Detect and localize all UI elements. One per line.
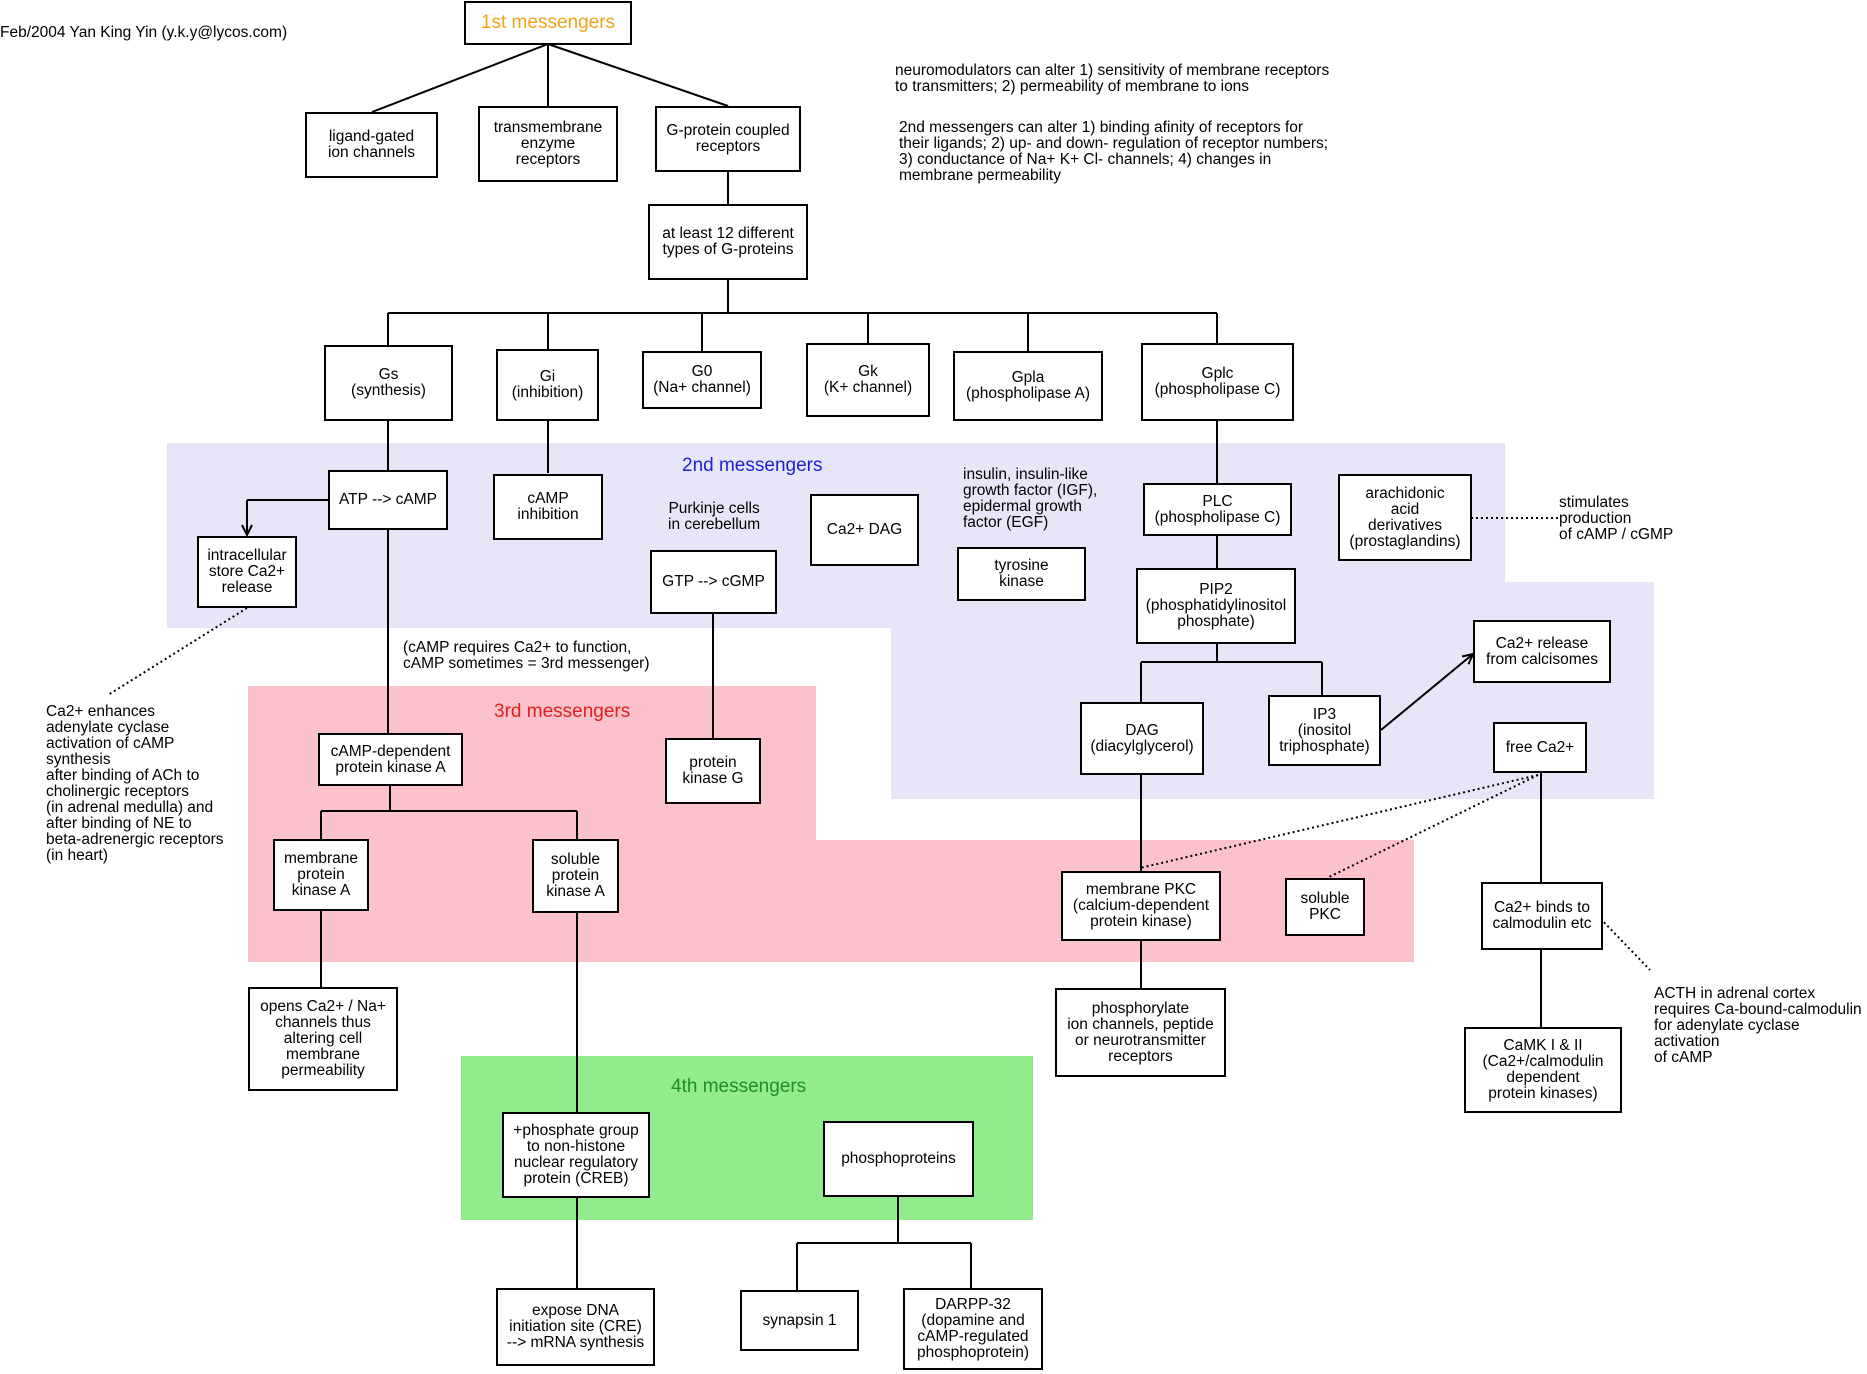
gtp-to-cgmp-box: GTP --> cGMP bbox=[650, 550, 777, 614]
synapsin-box: synapsin 1 bbox=[740, 1290, 859, 1351]
protein-kinase-g-box: protein kinase G bbox=[665, 738, 761, 804]
ip3-box: IP3 (inositol triphosphate) bbox=[1268, 695, 1381, 766]
ca-binds-calmodulin-box: Ca2+ binds to calmodulin etc bbox=[1481, 882, 1603, 950]
atp-to-camp-box: ATP --> cAMP bbox=[328, 470, 448, 530]
ligand-gated-ion-channels-box: ligand-gated ion channels bbox=[305, 112, 438, 178]
acth-note: ACTH in adrenal cortex requires Ca-bound… bbox=[1654, 985, 1862, 1066]
second-messengers-effects-note: 2nd messengers can alter 1) binding afin… bbox=[899, 119, 1329, 184]
third-messengers-title: 3rd messengers bbox=[494, 701, 631, 722]
ca-enhances-note: Ca2+ enhances adenylate cyclase activati… bbox=[46, 703, 224, 864]
fourth-messengers-title: 4th messengers bbox=[671, 1076, 807, 1097]
credit-text: Feb/2004 Yan King Yin (y.k.y@lycos.com) bbox=[0, 24, 288, 41]
stimulates-note: stimulates production of cAMP / cGMP bbox=[1559, 494, 1674, 543]
protein-kinase-a-box: cAMP-dependent protein kinase A bbox=[318, 733, 463, 786]
first-messengers-box: 1st messengers bbox=[464, 1, 632, 45]
pip2-box: PIP2 (phosphatidylinositol phosphate) bbox=[1136, 568, 1296, 644]
dag-box: DAG (diacylglycerol) bbox=[1080, 702, 1204, 775]
membrane-pkc-box: membrane PKC (calcium-dependent protein … bbox=[1061, 871, 1221, 941]
g0-box: G0 (Na+ channel) bbox=[642, 351, 762, 409]
second-messengers-title: 2nd messengers bbox=[682, 455, 823, 476]
tyrosine-kinase-box: tyrosine kinase bbox=[957, 547, 1086, 601]
purkinje-note: Purkinje cells in cerebellum bbox=[668, 500, 761, 533]
camp-inhibition-box: cAMP inhibition bbox=[493, 474, 603, 540]
ca-release-calcisomes-box: Ca2+ release from calcisomes bbox=[1473, 620, 1611, 683]
gplc-box: Gplc (phospholipase C) bbox=[1141, 343, 1294, 421]
membrane-pka-box: membrane protein kinase A bbox=[273, 839, 369, 911]
plc-box: PLC (phospholipase C) bbox=[1143, 483, 1292, 536]
insulin-note: insulin, insulin-like growth factor (IGF… bbox=[963, 466, 1098, 531]
gk-box: Gk (K+ channel) bbox=[806, 343, 930, 417]
gpla-box: Gpla (phospholipase A) bbox=[953, 351, 1103, 421]
phosphoproteins-box: phosphoproteins bbox=[823, 1121, 974, 1197]
neuromodulators-note: neuromodulators can alter 1) sensitivity… bbox=[895, 62, 1330, 95]
free-ca-box: free Ca2+ bbox=[1493, 722, 1587, 773]
gs-box: Gs (synthesis) bbox=[324, 345, 453, 421]
opens-ca-channels-box: opens Ca2+ / Na+ channels thus altering … bbox=[248, 987, 398, 1091]
expose-dna-box: expose DNA initiation site (CRE) --> mRN… bbox=[496, 1288, 655, 1366]
g-protein-types-box: at least 12 different types of G-protein… bbox=[648, 204, 808, 280]
ca-dag-box: Ca2+ DAG bbox=[810, 494, 919, 566]
intracellular-ca-release-box: intracellular store Ca2+ release bbox=[197, 536, 297, 608]
transmembrane-enzyme-receptors-box: transmembrane enzyme receptors bbox=[478, 106, 618, 182]
gi-box: Gi (inhibition) bbox=[496, 349, 599, 421]
camp-requires-note: (cAMP requires Ca2+ to function, cAMP so… bbox=[403, 639, 650, 672]
soluble-pka-box: soluble protein kinase A bbox=[532, 839, 619, 913]
phosphate-group-creb-box: +phosphate group to non-histone nuclear … bbox=[502, 1112, 650, 1198]
first-messengers-label: 1st messengers bbox=[480, 12, 616, 33]
darpp-32-box: DARPP-32 (dopamine and cAMP-regulated ph… bbox=[903, 1288, 1043, 1370]
soluble-pkc-box: soluble PKC bbox=[1285, 878, 1365, 936]
g-protein-coupled-receptors-box: G-protein coupled receptors bbox=[655, 106, 801, 172]
arachidonic-acid-box: arachidonic acid derivatives (prostaglan… bbox=[1338, 474, 1472, 561]
camk-box: CaMK I & II (Ca2+/calmodulin dependent p… bbox=[1464, 1027, 1622, 1113]
phosphorylate-box: phosphorylate ion channels, peptide or n… bbox=[1055, 988, 1226, 1077]
